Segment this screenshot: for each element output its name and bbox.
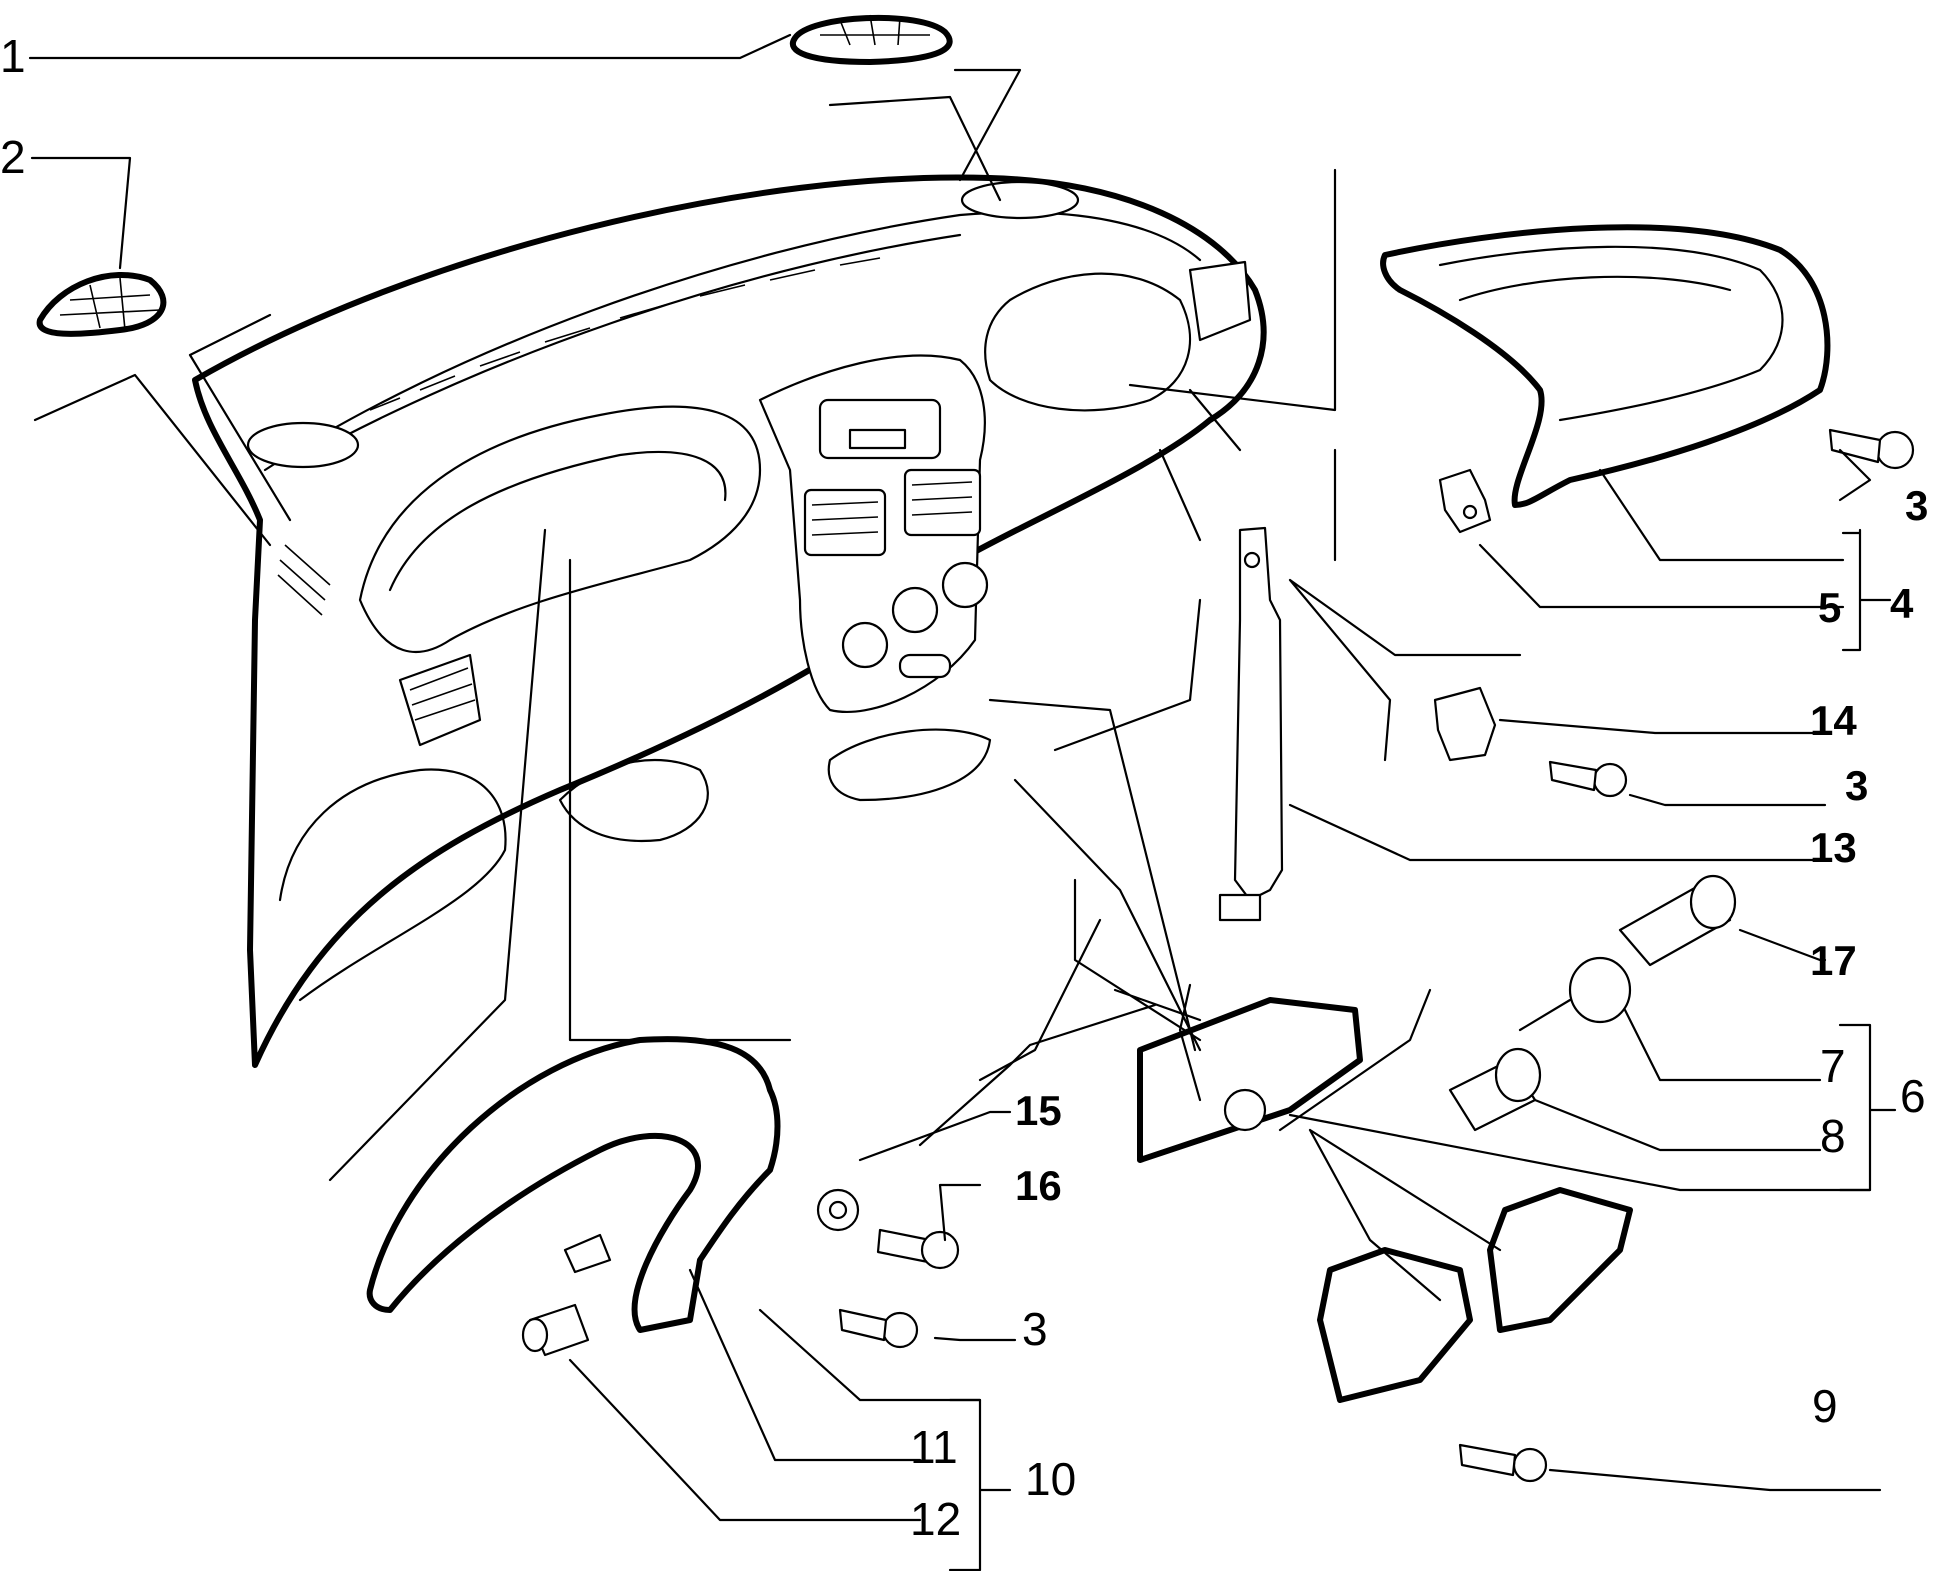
instrument-cluster-bezel <box>366 1036 781 1333</box>
callout-13: 13 <box>1810 824 1857 871</box>
callout-10: 10 <box>1025 1453 1076 1505</box>
callout-14: 14 <box>1810 697 1857 744</box>
callout-3-middle-right: 3 <box>1845 762 1868 809</box>
callout-5: 5 <box>1818 584 1841 631</box>
plug-12 <box>521 1303 590 1357</box>
ashtray-insert-right <box>1487 1187 1633 1333</box>
callout-15: 15 <box>1015 1087 1062 1134</box>
callout-3-upper-right: 3 <box>1905 482 1928 529</box>
callout-12: 12 <box>910 1493 961 1545</box>
washer-15 <box>816 1188 860 1232</box>
support-bracket <box>1218 526 1284 922</box>
glovebox-lid <box>1380 224 1831 508</box>
dashboard-panel <box>192 174 1267 1068</box>
ashtray-insert-left <box>1317 1247 1473 1403</box>
callout-7: 7 <box>1820 1040 1846 1092</box>
clip-11 <box>563 1233 612 1274</box>
callout-8: 8 <box>1820 1110 1846 1162</box>
callout-1: 1 <box>0 30 26 82</box>
speaker-grille-left <box>36 272 167 337</box>
screw-bottom-right <box>1458 1443 1548 1483</box>
screw-upper-right <box>1828 428 1915 470</box>
callout-17: 17 <box>1810 937 1857 984</box>
bolt-16 <box>876 1228 960 1270</box>
lighter-socket <box>1518 956 1632 1032</box>
screw-middle-right <box>1548 760 1628 798</box>
socket-plug <box>1448 1047 1542 1132</box>
speaker-grille-top <box>790 14 953 65</box>
callout-9: 9 <box>1812 1380 1838 1432</box>
callout-2: 2 <box>0 131 26 183</box>
cigar-lighter <box>1618 874 1737 967</box>
leader-lines <box>28 33 1897 1571</box>
clip-14 <box>1433 686 1497 762</box>
callout-6: 6 <box>1900 1070 1926 1122</box>
callout-16: 16 <box>1015 1162 1062 1209</box>
callout-4: 4 <box>1890 580 1914 627</box>
screw-lower-centre <box>838 1308 919 1349</box>
callout-11: 11 <box>910 1421 958 1473</box>
retaining-clip <box>1438 468 1492 534</box>
callout-3-lower-centre: 3 <box>1022 1303 1048 1355</box>
